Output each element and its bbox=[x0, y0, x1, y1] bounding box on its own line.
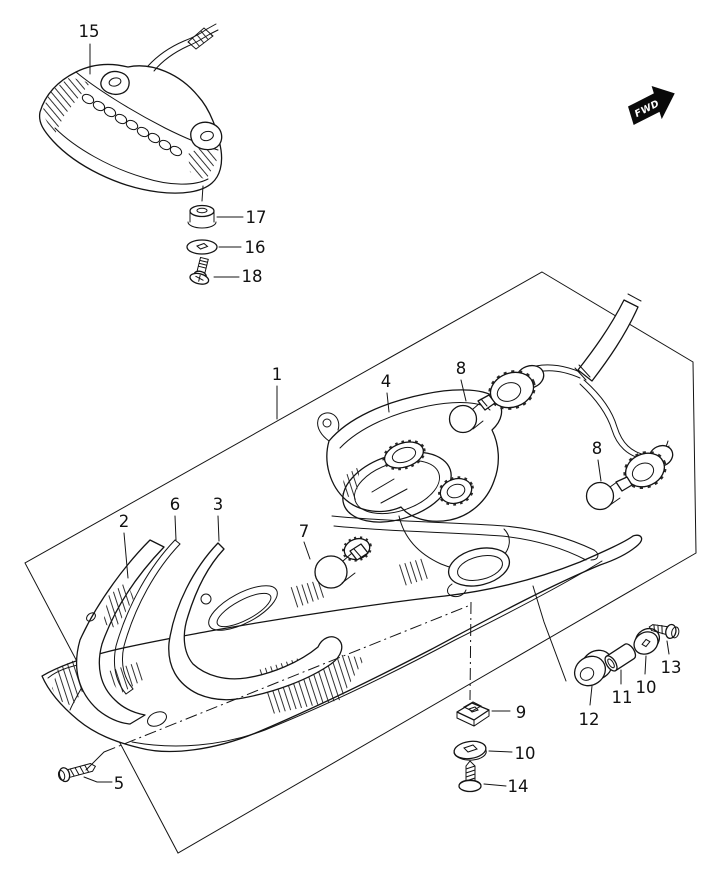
part-13-screw bbox=[648, 623, 680, 640]
housing-socket-collar-a bbox=[382, 439, 426, 471]
lamp-hatch-right bbox=[188, 142, 218, 180]
callout-4: 4 bbox=[381, 372, 392, 391]
callout-16: 16 bbox=[245, 238, 266, 257]
part-16-washer bbox=[186, 239, 218, 255]
callouts: 15 17 16 18 1 4 8 8 2 6 3 7 5 9 10 14 12… bbox=[79, 22, 682, 796]
part-8-bulb-socket-upper bbox=[448, 364, 545, 434]
harness-trunk bbox=[577, 299, 639, 382]
part-8-bulb-socket-lower bbox=[585, 444, 674, 511]
callout-14: 14 bbox=[508, 777, 529, 796]
callout-15: 15 bbox=[79, 22, 100, 41]
bulb-8a-glass bbox=[448, 404, 478, 434]
license-window bbox=[447, 547, 511, 598]
callout-3: 3 bbox=[213, 495, 224, 514]
callout-13: 13 bbox=[661, 658, 682, 677]
housing-hatch bbox=[342, 466, 360, 500]
bulb-8b-glass bbox=[585, 481, 615, 511]
leader-7 bbox=[303, 541, 311, 560]
callout-11: 11 bbox=[612, 688, 633, 707]
part-5-screw bbox=[57, 763, 97, 783]
harness-branch-right bbox=[583, 379, 647, 456]
part-11-spacer bbox=[604, 643, 637, 672]
part-3-inner-lens bbox=[168, 542, 343, 701]
callout-1: 1 bbox=[272, 365, 283, 384]
callout-6: 6 bbox=[170, 495, 181, 514]
harness-branch-left bbox=[535, 364, 581, 373]
leader-lines bbox=[83, 43, 670, 787]
callout-18: 18 bbox=[242, 267, 263, 286]
housing-socket-collar-b bbox=[438, 476, 474, 506]
callout-17: 17 bbox=[246, 208, 267, 227]
part-6-gasket bbox=[113, 539, 181, 695]
leader-10a bbox=[488, 750, 513, 753]
leader-3 bbox=[217, 515, 220, 542]
callout-5: 5 bbox=[114, 774, 125, 793]
leader-fastener-group bbox=[532, 585, 567, 682]
leader-4 bbox=[386, 392, 390, 413]
part-18-screw bbox=[189, 256, 210, 285]
leader-6 bbox=[174, 515, 177, 541]
leader-13 bbox=[666, 640, 670, 655]
lamp-hatch-left bbox=[42, 77, 90, 136]
wing-hatch-small bbox=[398, 558, 430, 586]
fwd-arrow: FWD bbox=[628, 86, 675, 125]
lens2-hatch-a bbox=[103, 582, 134, 628]
leader-12 bbox=[589, 685, 593, 706]
bulb-7-glass bbox=[314, 555, 348, 589]
part-14-screw bbox=[458, 760, 482, 793]
leader-8a bbox=[460, 379, 467, 402]
part-9-clip bbox=[456, 701, 490, 727]
callout-2: 2 bbox=[119, 512, 130, 531]
leader-5 bbox=[83, 776, 113, 783]
centerline-drop bbox=[469, 601, 472, 701]
part-7-bulb bbox=[314, 536, 372, 589]
leader-2 bbox=[123, 532, 129, 579]
callout-10a: 10 bbox=[515, 744, 536, 763]
lamp-ear-left bbox=[100, 70, 130, 95]
part-15-lamp bbox=[38, 23, 223, 202]
part-10-washer-lower bbox=[453, 740, 487, 761]
leader-8b bbox=[597, 459, 602, 482]
part-10-washer-right bbox=[633, 627, 661, 655]
callout-12: 12 bbox=[579, 710, 600, 729]
callout-10b: 10 bbox=[636, 678, 657, 697]
leader-5-attach bbox=[85, 751, 105, 771]
boundary-box bbox=[24, 271, 697, 854]
housing-flange-swoosh bbox=[331, 515, 599, 561]
lamp-ear-right bbox=[190, 121, 223, 151]
callout-7: 7 bbox=[299, 522, 310, 541]
callout-9: 9 bbox=[516, 703, 527, 722]
lens3-hatch bbox=[288, 580, 328, 608]
lamp-led-windows bbox=[81, 93, 183, 157]
callout-8b: 8 bbox=[592, 439, 603, 458]
lamp-wire bbox=[147, 23, 219, 72]
part-17-cushion bbox=[187, 204, 217, 229]
callout-8a: 8 bbox=[456, 359, 467, 378]
leader-14 bbox=[483, 783, 507, 787]
leader-10b bbox=[644, 655, 647, 675]
wiring-harness bbox=[535, 293, 670, 460]
